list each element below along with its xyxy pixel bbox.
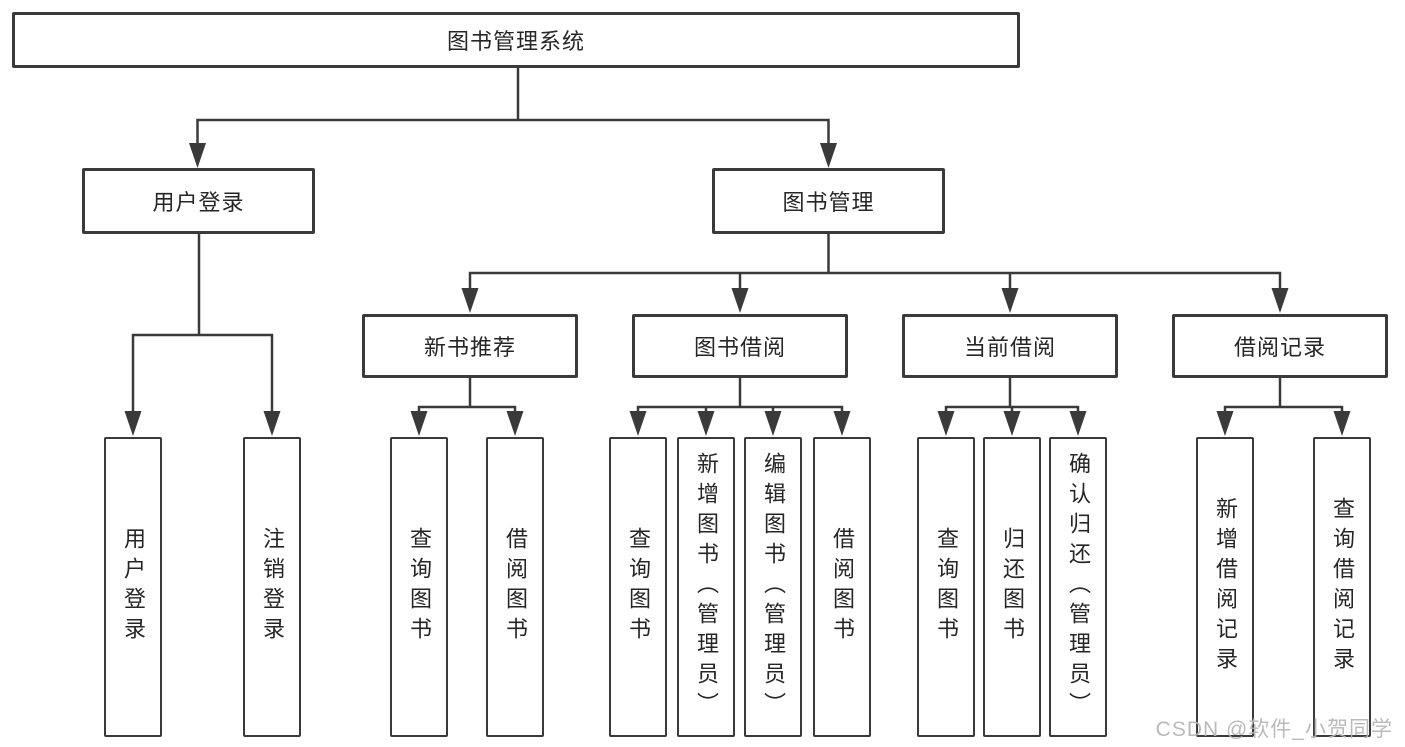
leaf-label: 查询图书 [934, 527, 959, 647]
leaf-label: 新增借阅记录 [1213, 497, 1238, 677]
leaf-label: 用户登录 [121, 527, 146, 647]
watermark: CSDN @软件_小贺同学 [1155, 718, 1393, 741]
leaf-label: 借阅图书 [503, 527, 528, 647]
leaf-edit-book-admin: 编辑图书（管理员） [744, 437, 802, 737]
node-current-borrow: 当前借阅 [902, 314, 1118, 378]
leaf-user-login: 用户登录 [104, 437, 162, 737]
leaf-label: 查询借阅记录 [1330, 497, 1355, 677]
leaf-label: 借阅图书 [830, 527, 855, 647]
leaf-add-borrow-record: 新增借阅记录 [1196, 437, 1254, 737]
leaf-label: 查询图书 [626, 527, 651, 647]
leaf-label: 查询图书 [407, 527, 432, 647]
node-borrow-record: 借阅记录 [1172, 314, 1388, 378]
leaf-borrow-book-recommend: 借阅图书 [486, 437, 544, 737]
leaf-query-book-borrow: 查询图书 [609, 437, 667, 737]
leaf-add-book-admin: 新增图书（管理员） [677, 437, 735, 737]
node-root: 图书管理系统 [12, 12, 1020, 68]
leaf-query-borrow-record: 查询借阅记录 [1313, 437, 1371, 737]
leaf-confirm-return-admin: 确认归还（管理员） [1049, 437, 1107, 737]
leaf-label: 归还图书 [1000, 527, 1025, 647]
node-book-borrow: 图书借阅 [632, 314, 848, 378]
leaf-label: 新增图书（管理员） [694, 452, 719, 722]
leaf-logout: 注销登录 [243, 437, 301, 737]
leaf-query-book-current: 查询图书 [917, 437, 975, 737]
leaf-return-book: 归还图书 [983, 437, 1041, 737]
node-book-management: 图书管理 [712, 168, 945, 234]
leaf-borrow-book: 借阅图书 [813, 437, 871, 737]
leaf-label: 确认归还（管理员） [1066, 452, 1091, 722]
node-user-login: 用户登录 [82, 168, 315, 234]
leaf-label: 编辑图书（管理员） [761, 452, 786, 722]
leaf-label: 注销登录 [260, 527, 285, 647]
node-new-book-recommend: 新书推荐 [362, 314, 578, 378]
leaf-query-book-recommend: 查询图书 [390, 437, 448, 737]
